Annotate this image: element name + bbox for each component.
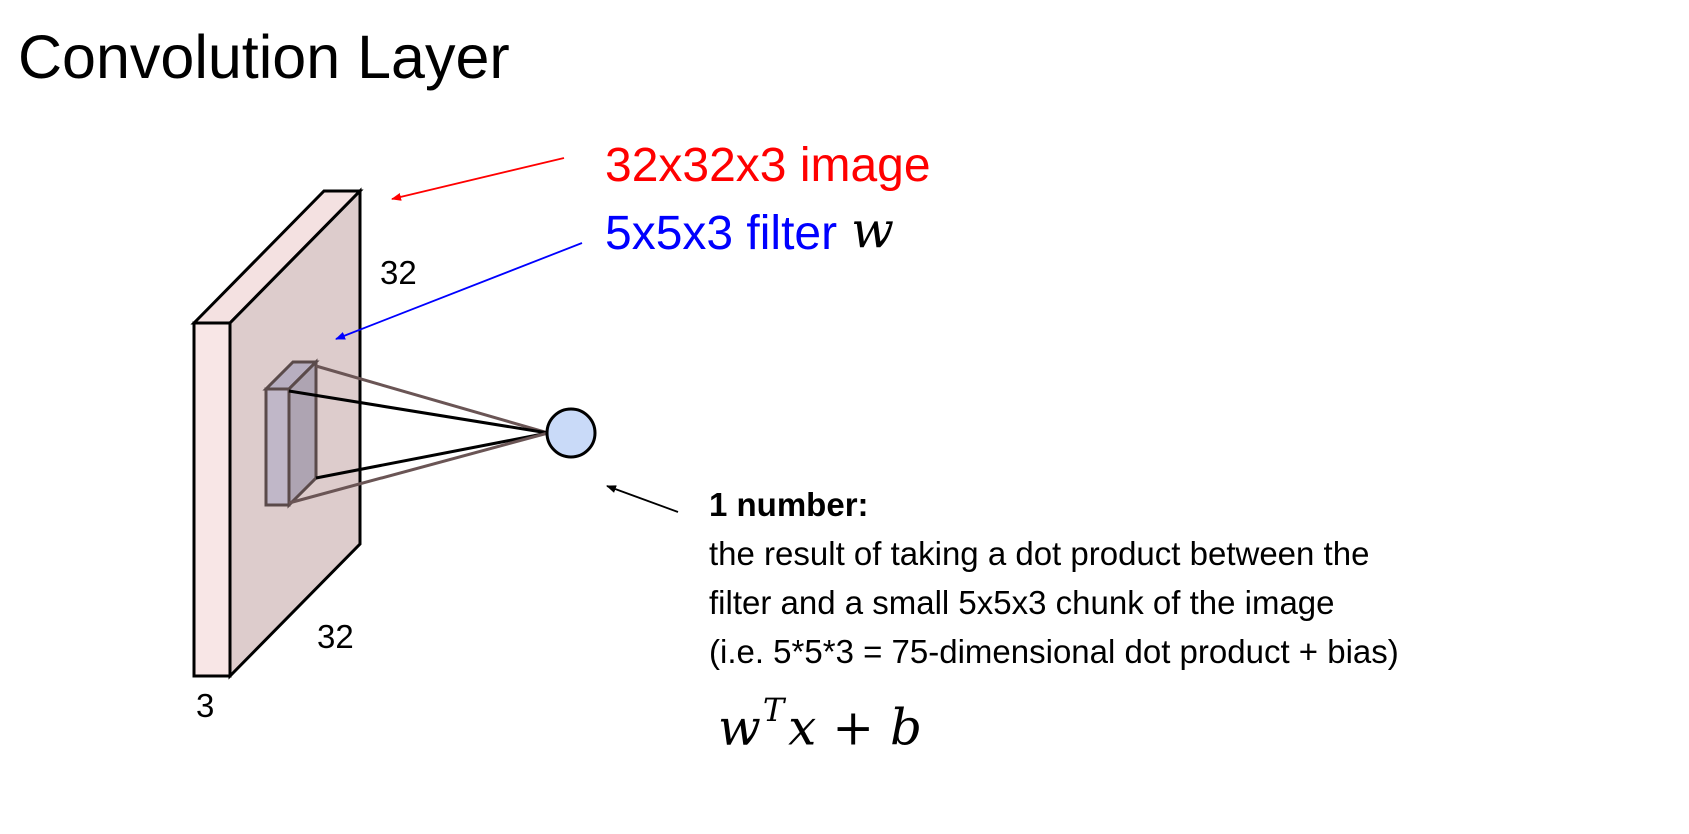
image-height-label: 32 — [380, 254, 417, 291]
filter-symbol: w — [851, 201, 894, 259]
filter-size-text: 5x5x3 filter — [605, 207, 838, 260]
output-description-line-3: (i.e. 5*5*3 = 75-dimensional dot product… — [709, 633, 1399, 670]
filter-volume-front — [264, 387, 291, 507]
input-volume-front — [192, 321, 232, 678]
connection-line-bottom-back — [315, 431, 549, 480]
output-description-line-1: the result of taking a dot product betwe… — [709, 535, 1370, 572]
image-arrow — [391, 157, 565, 201]
image-depth-label: 3 — [196, 687, 215, 724]
formula-base: w — [718, 698, 761, 757]
output-description-line-2: filter and a small 5x5x3 chunk of the im… — [709, 584, 1335, 621]
formula-rest: x + b — [788, 698, 923, 757]
output-heading: 1 number: — [709, 486, 869, 523]
image-size-label: 32x32x3 image — [605, 139, 931, 192]
connection-line-top-front — [288, 389, 549, 435]
connection-line-top-back — [315, 364, 549, 435]
formula-superscript: T — [762, 691, 785, 729]
dot-product-formula: wTx + b — [718, 694, 922, 753]
output-arrow — [606, 485, 679, 513]
filter-volume-side — [287, 358, 318, 509]
filter-arrow — [335, 242, 583, 340]
slide-title: Convolution Layer — [18, 23, 510, 91]
output-neuron — [545, 407, 597, 459]
image-width-label: 32 — [317, 618, 354, 655]
filter-volume — [262, 358, 320, 509]
receptive-field-lines — [288, 364, 549, 505]
connection-line-bottom-front — [288, 431, 549, 505]
